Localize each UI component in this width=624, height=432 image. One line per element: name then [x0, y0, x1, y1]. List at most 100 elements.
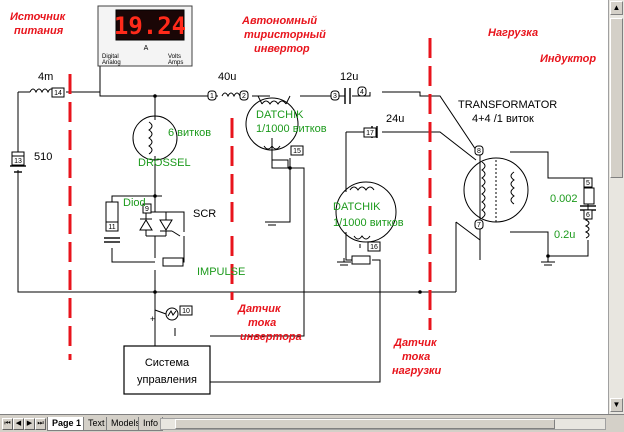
scr-diode-pair: [139, 212, 181, 237]
horizontal-scrollbar[interactable]: [160, 418, 606, 430]
node-17: 17: [363, 127, 377, 138]
tab-page-1[interactable]: Page 1: [47, 417, 87, 431]
node-11: 11: [105, 221, 119, 232]
svg-text:16: 16: [370, 244, 378, 251]
drossel-coil: [132, 115, 178, 161]
control-system-line1: Система: [145, 357, 190, 369]
inverter-line2: тиристорный: [244, 29, 326, 41]
svg-text:5: 5: [586, 180, 590, 187]
node-7: 7: [474, 219, 484, 230]
node-16: 16: [367, 241, 381, 252]
value-510: 510: [34, 151, 52, 163]
inductor-label: Индуктор: [540, 53, 596, 65]
value-02u: 0.2u: [554, 229, 575, 241]
node-13: 13: [11, 155, 25, 166]
scroll-down-icon[interactable]: ▼: [610, 398, 623, 412]
ammeter-instrument[interactable]: 19.24 A Digital Analog Volts Amps: [97, 5, 193, 67]
node-15: 15: [290, 145, 304, 156]
drossel-name: DROSSEL: [138, 157, 191, 169]
svg-text:3: 3: [333, 93, 337, 100]
meter-mode-analog[interactable]: Analog: [102, 60, 121, 66]
svg-text:14: 14: [54, 90, 62, 97]
svg-text:4: 4: [360, 89, 364, 96]
value-4m: 4m: [38, 71, 53, 83]
meter-unit: A: [144, 45, 149, 52]
red-labels: Источник питания Автономный тиристорный …: [10, 11, 596, 377]
next-page-icon[interactable]: ▶: [24, 418, 35, 430]
inverter-line3: инвертор: [254, 43, 310, 55]
svg-text:1: 1: [210, 93, 214, 100]
node-6: 6: [583, 209, 593, 220]
junction-dots: [153, 94, 550, 294]
drossel-turns: 6 витков: [168, 127, 211, 139]
svg-text:15: 15: [293, 148, 301, 155]
inverter-sensor-line3: инвертора: [240, 331, 302, 343]
current-sensor: +: [150, 307, 179, 328]
svg-text:17: 17: [366, 130, 374, 137]
inverter-line1: Автономный: [241, 15, 317, 27]
node-10: 10: [179, 305, 193, 316]
svg-text:10: 10: [182, 308, 190, 315]
value-12u: 12u: [340, 71, 358, 83]
last-page-icon[interactable]: ⏭: [35, 418, 46, 430]
transformer-name: TRANSFORMATOR: [458, 99, 557, 111]
svg-text:11: 11: [108, 224, 115, 231]
node-labels: 14 1 2 3 4 13 9 11 15 17 8 7 16 10 5 6: [11, 86, 593, 316]
vertical-scrollbar[interactable]: ▲ ▼: [608, 0, 624, 414]
datchik1-name: DATCHIK: [256, 109, 304, 121]
node-1: 1: [207, 90, 217, 101]
bottom-tab-bar: ⏮ ◀ ▶ ⏭ Page 1 Text Models Info: [0, 414, 624, 432]
svg-text:9: 9: [145, 206, 149, 213]
node-5: 5: [583, 177, 593, 188]
sensor-plus: +: [150, 314, 155, 324]
svg-text:7: 7: [477, 222, 481, 229]
schematic-canvas[interactable]: + Система управления 19.24 A Digital Ana…: [0, 0, 608, 414]
datchik-1-transformer: [245, 95, 299, 151]
node-9: 9: [142, 203, 152, 214]
load-sensor-line2: тока: [402, 351, 430, 363]
svg-text:2: 2: [242, 93, 246, 100]
control-system-line2: управления: [137, 374, 197, 386]
transformator: [463, 157, 529, 223]
load-sensor-line3: нагрузки: [392, 365, 442, 377]
svg-text:13: 13: [14, 158, 22, 165]
node-4: 4: [357, 86, 367, 97]
meter-reading: 19.24: [114, 12, 186, 40]
inverter-sensor-line1: Датчик: [237, 303, 282, 315]
node-3: 3: [330, 90, 340, 101]
meter-mode-amps[interactable]: Amps: [168, 60, 183, 66]
svg-text:8: 8: [477, 148, 481, 155]
power-source-line2: питания: [14, 25, 64, 37]
resistors: [11, 151, 595, 267]
scroll-up-icon[interactable]: ▲: [610, 1, 623, 15]
impulse-label: IMPULSE: [197, 266, 245, 278]
value-40u: 40u: [218, 71, 236, 83]
node-8: 8: [474, 145, 484, 156]
load-sensor-line1: Датчик: [393, 337, 438, 349]
value-0002: 0.002: [550, 193, 578, 205]
svg-text:6: 6: [586, 212, 590, 219]
component-values: 4m 40u 12u 24u 510 SCR TRANSFORMATOR 4+4…: [34, 71, 557, 220]
scr-label: SCR: [193, 208, 216, 220]
inverter-sensor-line2: тока: [248, 317, 276, 329]
datchik-2-transformer: [335, 181, 397, 243]
node-14: 14: [51, 87, 65, 98]
first-page-icon[interactable]: ⏮: [2, 418, 13, 430]
datchik1-ratio: 1/1000 витков: [256, 123, 327, 135]
transformer-turns: 4+4 /1 виток: [472, 113, 534, 125]
datchik2-name: DATCHIK: [333, 201, 381, 213]
vertical-scroll-thumb[interactable]: [610, 18, 623, 178]
node-2: 2: [239, 90, 249, 101]
green-labels: 6 витков DROSSEL DATCHIK 1/1000 витков D…: [123, 109, 578, 278]
load-label: Нагрузка: [488, 27, 538, 39]
prev-page-icon[interactable]: ◀: [13, 418, 24, 430]
circuit-diagram: + Система управления 19.24 A Digital Ana…: [10, 5, 596, 395]
horizontal-scroll-thumb[interactable]: [175, 419, 555, 429]
section-separators: [68, 38, 432, 360]
control-system-box[interactable]: Система управления: [123, 345, 211, 395]
value-24u: 24u: [386, 113, 404, 125]
meter-mode-digital[interactable]: Digital: [102, 54, 119, 60]
meter-mode-volts[interactable]: Volts: [168, 54, 181, 60]
diode-label: Diod: [123, 197, 146, 209]
